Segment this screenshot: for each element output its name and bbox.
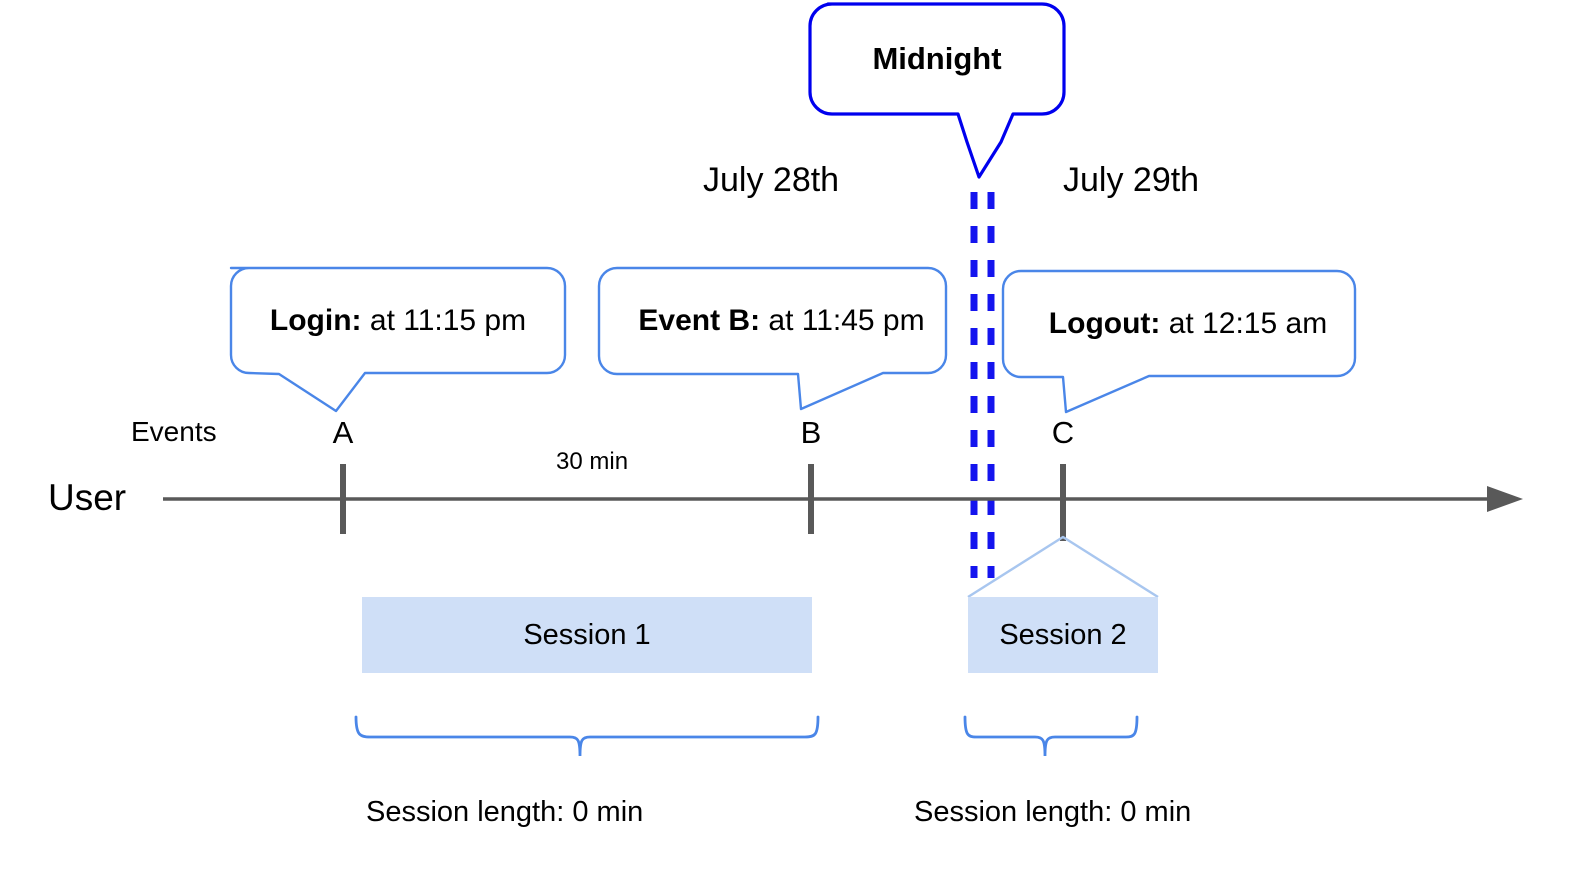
eventb-callout-bold: Event B: [638, 304, 761, 337]
session2-brace [963, 715, 1139, 757]
event-letter-c: C [1051, 415, 1075, 450]
gap-duration-label: 30 min [556, 448, 629, 475]
logout-callout-shape [1001, 269, 1357, 414]
eventb-callout-text: Event B: at 11:45 pm [617, 306, 946, 336]
login-callout-shape [229, 266, 567, 413]
midnight-dashed-lines [970, 192, 995, 578]
logout-callout-bold: Logout: [1048, 307, 1161, 340]
event-letter-a: A [332, 415, 354, 450]
login-callout-rest: at 11:15 pm [361, 304, 527, 337]
eventb-callout-rest: at 11:45 pm [760, 304, 925, 337]
login-callout-text: Login: at 11:15 pm [231, 306, 565, 336]
session1-brace [354, 715, 820, 757]
event-tick-marks [340, 464, 1066, 541]
session-box-2: Session 2 [968, 597, 1158, 673]
date-label-right: July 29th [1063, 161, 1200, 199]
session-box-1-label: Session 1 [523, 618, 651, 651]
login-callout-bold: Login: [269, 304, 362, 337]
timeline-axis [163, 486, 1523, 512]
event-letter-b: B [800, 415, 822, 450]
session-length-label-2: Session length: 0 min [914, 796, 1192, 828]
midnight-callout-shape [808, 2, 1066, 179]
session-box-1: Session 1 [362, 597, 812, 673]
session-length-label-1: Session length: 0 min [366, 796, 644, 828]
lane-label-events: Events [131, 416, 217, 447]
date-label-left: July 28th [703, 161, 840, 199]
logout-callout-rest: at 12:15 am [1160, 307, 1328, 340]
session-box-2-label: Session 2 [999, 618, 1127, 651]
lane-label-user: User [48, 477, 127, 518]
eventb-callout-shape [597, 266, 948, 411]
logout-callout-text: Logout: at 12:15 am [1021, 309, 1355, 339]
midnight-callout-label: Midnight [872, 41, 1002, 76]
session2-connector-lines [967, 535, 1159, 599]
